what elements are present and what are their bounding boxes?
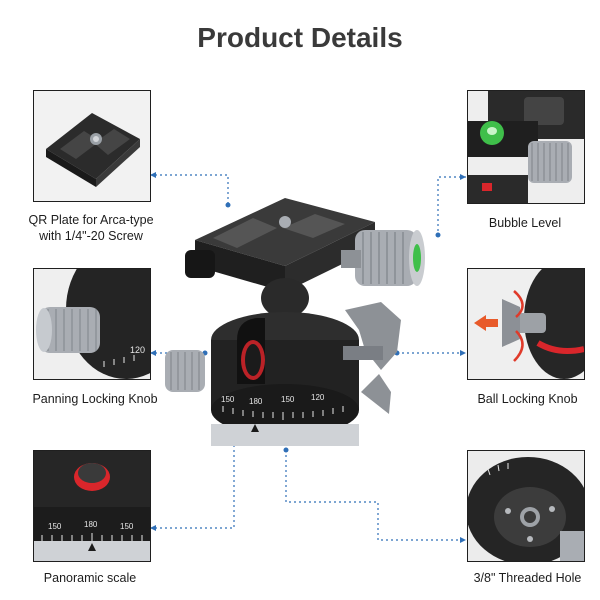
arrow-bubble-level [460, 174, 466, 180]
label-threaded-hole: 3/8" Threaded Hole [473, 571, 582, 585]
panning-thumb-scale-text: 120 [130, 345, 145, 355]
label-bubble-level: Bubble Level [488, 216, 562, 230]
threaded-hole-illustration [468, 451, 584, 561]
label-panning-knob: Panning Locking Knob [32, 392, 158, 406]
label-qr-plate-line1: QR Plate for Arca-type [28, 213, 154, 227]
rotate-arrow-icon [513, 290, 524, 318]
thumb-qr-plate [33, 90, 151, 202]
main-scale-text-1: 150 [221, 395, 235, 404]
bubble-level-illustration [468, 91, 584, 203]
label-panoramic-scale: Panoramic scale [43, 571, 137, 585]
pointer-icon [88, 543, 96, 551]
thumb-threaded-hole [467, 450, 585, 562]
ball-knob-illustration [468, 269, 584, 379]
thumb-bubble-level [467, 90, 585, 204]
left-arrow-icon [474, 315, 498, 331]
main-scale-text-2: 180 [249, 397, 263, 406]
qr-screw [279, 216, 291, 228]
scale-text-left: 150 [48, 522, 62, 531]
label-ball-knob: Ball Locking Knob [477, 392, 578, 406]
label-qr-plate: QR Plate for Arca-type with 1/4"-20 Scre… [6, 212, 176, 244]
label-qr-plate-line2: with 1/4"-20 Screw [39, 229, 143, 243]
thumb-panning-knob: 120 [33, 268, 151, 380]
dot-bubble-level [435, 232, 441, 238]
clamp-knob-right [355, 230, 417, 286]
scale-text-center: 180 [84, 520, 98, 529]
thumb-panoramic-scale: 150 180 150 [33, 450, 151, 562]
ball-head-product: 150 180 150 120 [165, 198, 425, 446]
main-scale-text-3: 150 [281, 395, 295, 404]
ball [261, 278, 309, 318]
arrow-ball-knob [460, 350, 466, 356]
panning-knob-illustration: 120 [34, 269, 150, 379]
qr-plate-top [195, 198, 375, 266]
main-scale-text-4: 120 [311, 393, 325, 402]
pointer-triangle-icon [251, 424, 259, 432]
base-plate [211, 424, 359, 446]
bubble-level-vial [413, 244, 421, 272]
thumb-ball-knob [467, 268, 585, 380]
panoramic-scale-illustration: 150 180 150 [34, 451, 150, 561]
ball-locking-knob [345, 302, 401, 370]
arrow-threaded-hole [460, 537, 466, 543]
scale-text-right: 150 [120, 522, 134, 531]
qr-plate-illustration [34, 91, 150, 201]
page-title: Product Details [197, 22, 403, 53]
clamp-knob-left [185, 250, 215, 278]
